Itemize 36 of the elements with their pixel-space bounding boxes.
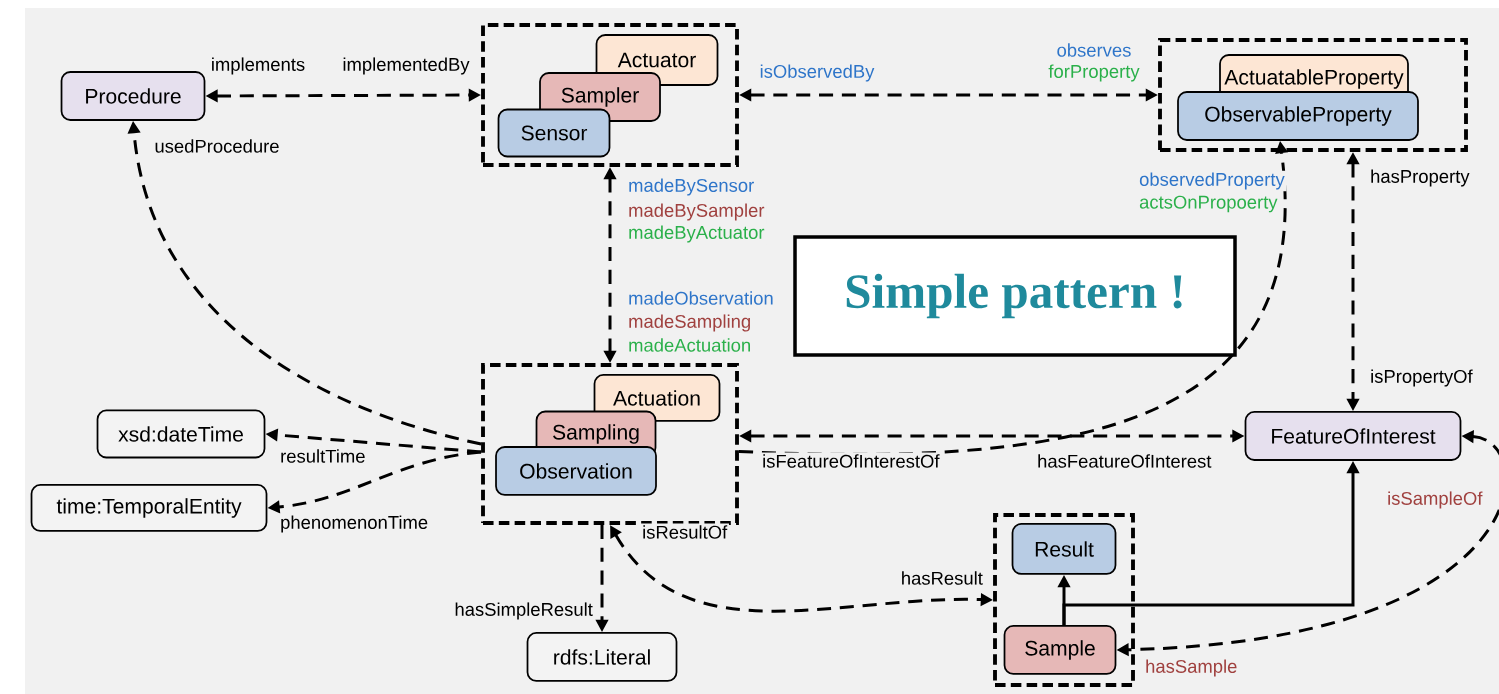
relation-label: madeSampling	[626, 312, 753, 334]
relation-label: observes	[1054, 41, 1134, 59]
relation-label: madeByActuator	[626, 223, 767, 245]
edge-label: usedProcedure	[152, 137, 282, 155]
class-box: Observation	[495, 446, 657, 496]
callout-box: Simple pattern !	[793, 235, 1237, 357]
class-box: Procedure	[60, 71, 206, 121]
group-frame	[993, 513, 1135, 687]
edge-label: phenomenonTime	[278, 513, 430, 535]
group-frame	[481, 363, 739, 525]
edge-label: resultTime	[278, 447, 368, 465]
edge-label: madeBySensor	[626, 176, 756, 198]
relation-label: madeBySampler	[626, 201, 767, 223]
edge-label: isFeatureOfInterestOf	[760, 452, 942, 470]
group-frame	[1158, 38, 1468, 152]
edge-label: hasResult	[899, 569, 985, 587]
edge-label: hasProperty	[1368, 167, 1472, 189]
relation-label: actsOnPropoerty	[1137, 193, 1280, 215]
class-box: ObservableProperty	[1177, 91, 1419, 141]
relation-label: hasSample	[1143, 657, 1240, 679]
group-frame	[481, 23, 739, 167]
relation-label: isPropertyOf	[1368, 367, 1475, 389]
relation-label: madeObservation	[626, 289, 776, 307]
relation-label: hasFeatureOfInterest	[1035, 452, 1214, 470]
class-box: FeatureOfInterest	[1244, 411, 1462, 461]
relation-label: isResultOf	[640, 523, 729, 541]
edge-label: observedProperty	[1137, 170, 1287, 192]
class-box: Sensor	[497, 108, 611, 158]
class-box: Result	[1011, 523, 1117, 575]
class-box: Sample	[1003, 625, 1117, 675]
datatype-box: xsd:dateTime	[96, 409, 266, 459]
datatype-box: time:TemporalEntity	[30, 484, 268, 532]
edge-label: isSampleOf	[1385, 489, 1485, 511]
edge-label: implements	[209, 55, 307, 77]
relation-label: madeActuation	[626, 336, 753, 354]
datatype-box: rdfs:Literal	[526, 632, 678, 682]
